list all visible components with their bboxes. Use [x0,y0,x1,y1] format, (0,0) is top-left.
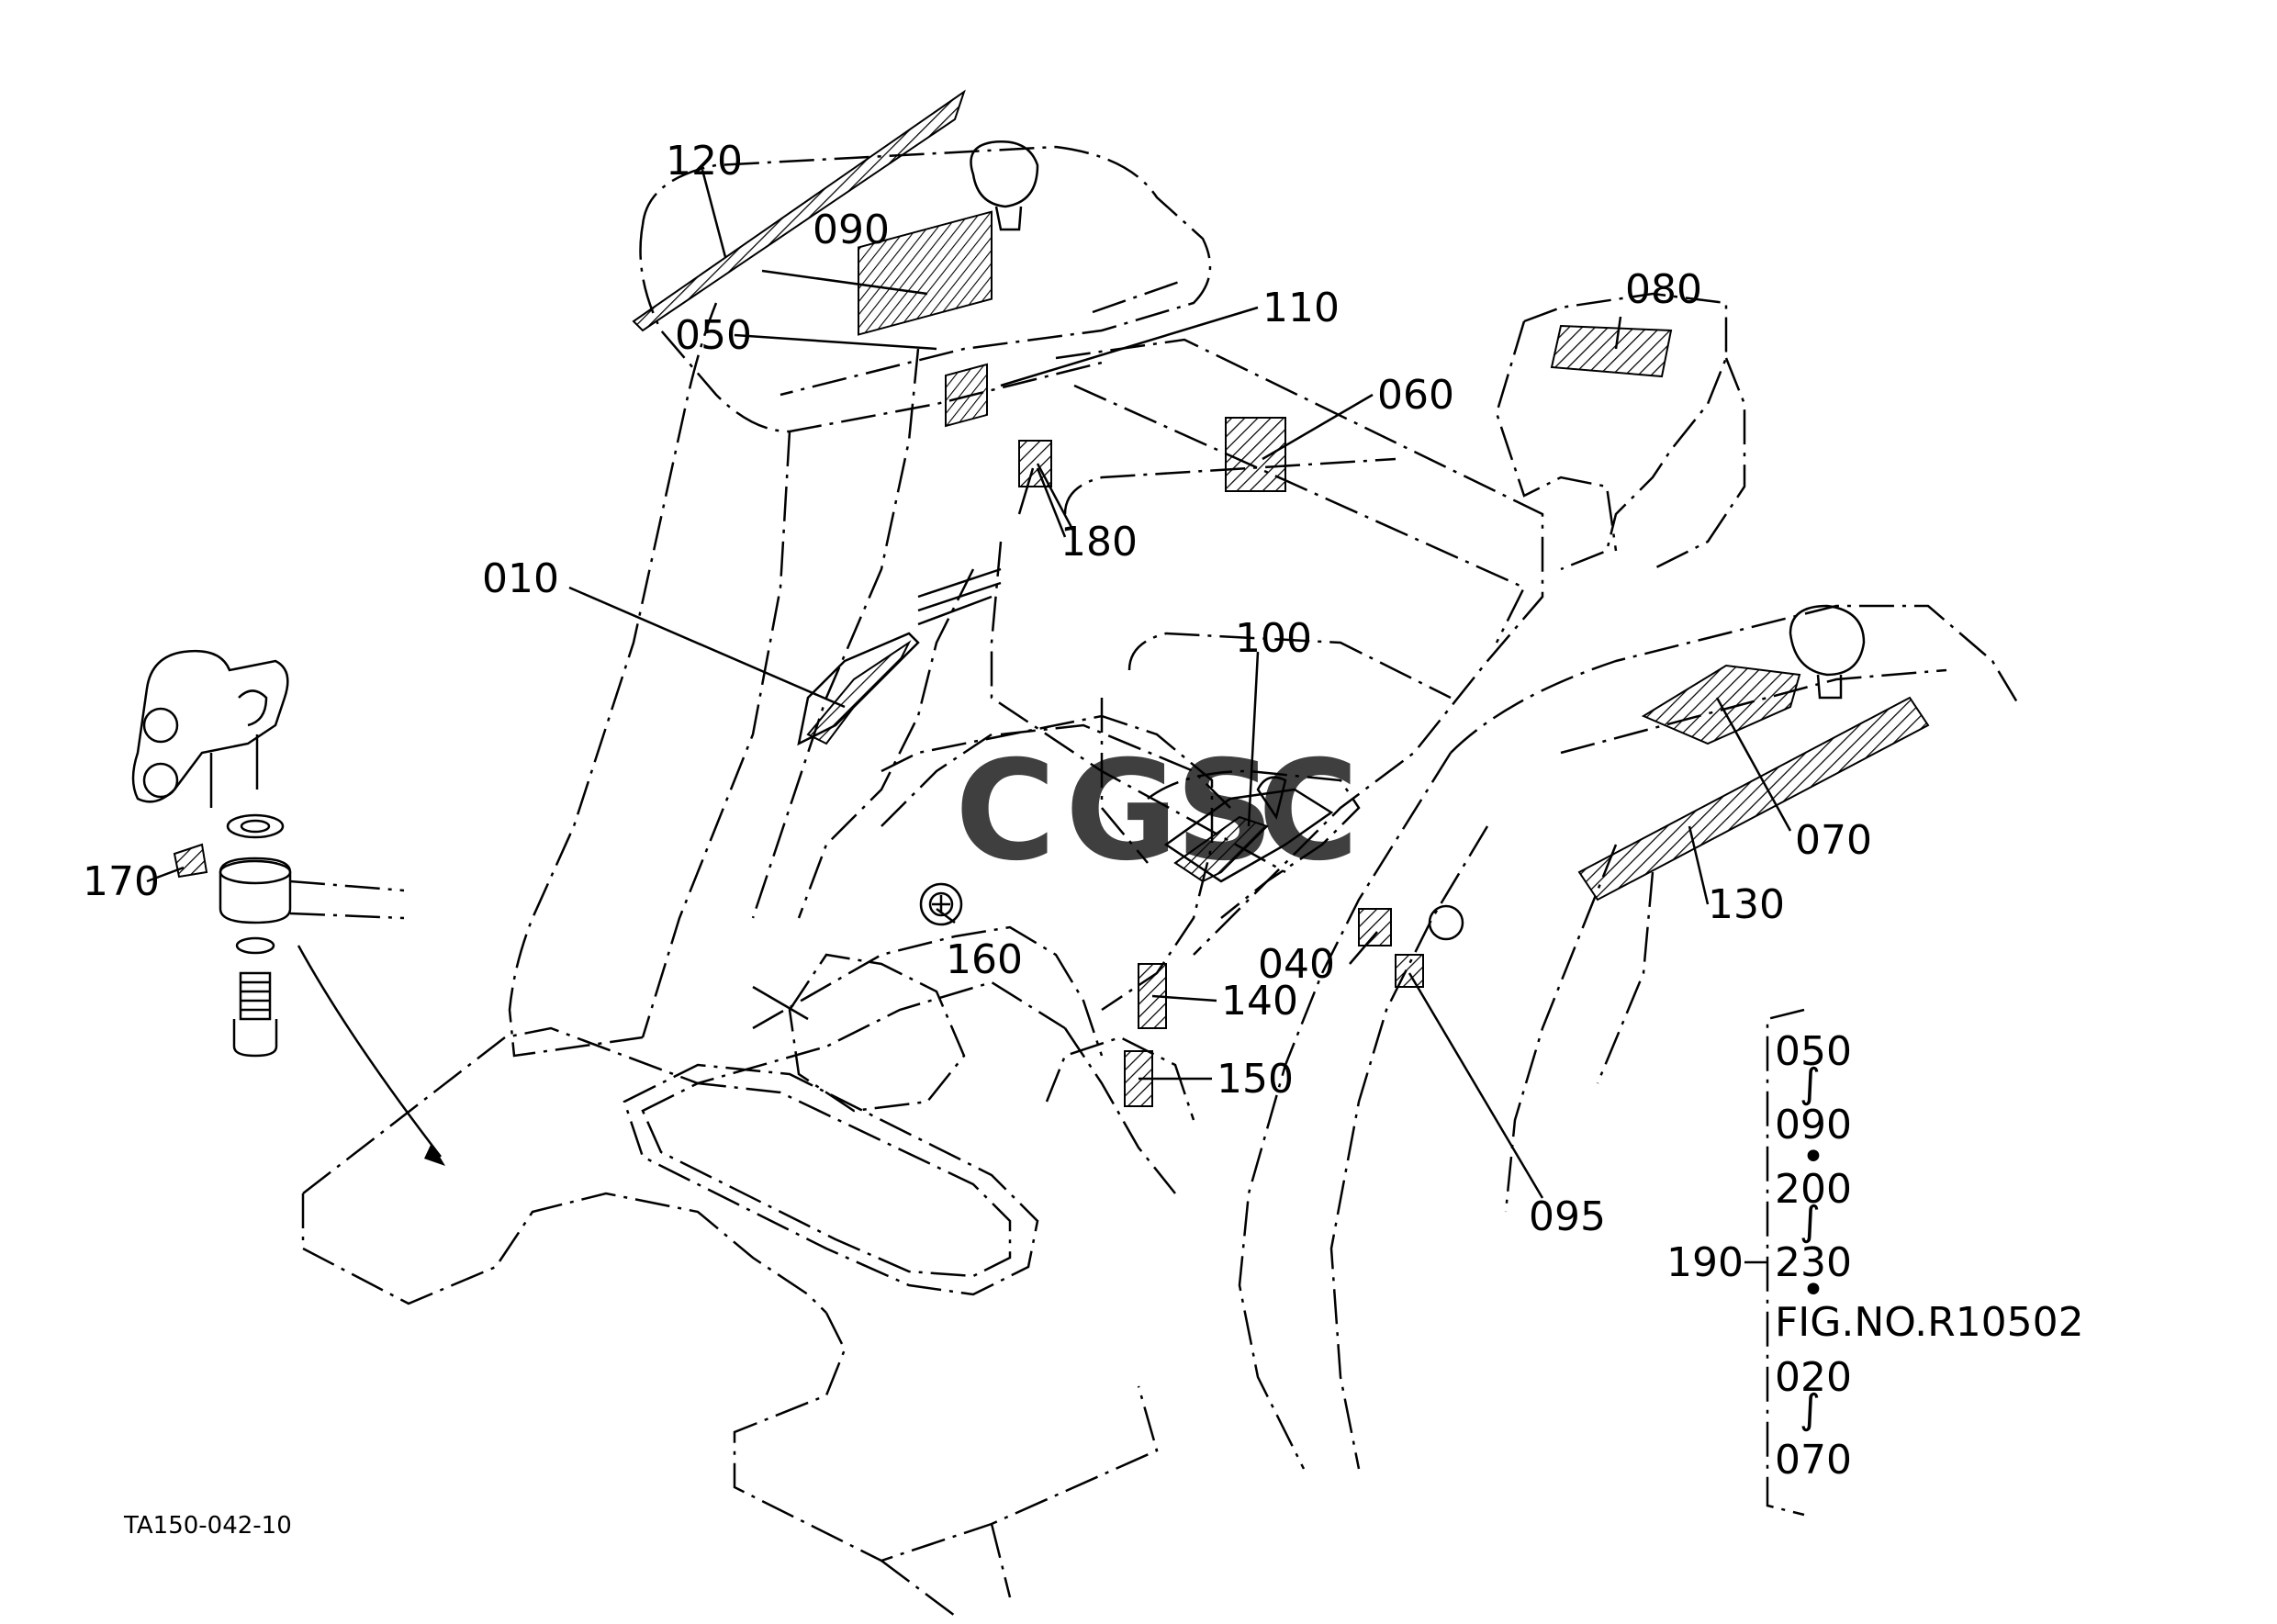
callout-180: 180 [1060,519,1138,566]
left-fender [508,140,1212,1058]
reference-line-12: 070 [1775,1437,1852,1484]
reference-line-9: FIG.NO.R10502 [1775,1299,2084,1346]
watermark-letter-4: C [1258,732,1359,891]
reference-line-4: • [1801,1134,1825,1181]
reference-box: 190 050 ∫ 090 • 200 ∫ 230 • FIG.NO.R1050… [1666,1008,2084,1517]
center-console [881,714,1361,1012]
callout-090: 090 [813,207,890,253]
callout-070: 070 [1795,817,1872,864]
reference-line-3: 090 [1775,1102,1852,1148]
watermark-letter-2: G [1065,732,1178,891]
callout-040: 040 [1258,941,1335,988]
decal-010-strip [797,567,1002,746]
reference-line-11: ∫ [1800,1386,1821,1433]
callout-130: 130 [1708,881,1785,928]
decal-060 [1225,417,1286,492]
reference-line-8: • [1801,1267,1825,1314]
callout-110: 110 [1262,285,1340,331]
reference-line-6: ∫ [1800,1198,1821,1245]
callout-160: 160 [946,936,1023,983]
reference-line-2: ∫ [1800,1060,1821,1107]
callout-100: 100 [1235,615,1312,662]
leader-lines [146,169,1792,1199]
callout-120: 120 [666,138,743,185]
watermark-logo: C G S C [955,732,1359,891]
callout-010: 010 [482,555,559,602]
reference-line-5: 200 [1775,1166,1852,1213]
reference-line-7: 230 [1775,1239,1852,1286]
callout-060: 060 [1377,372,1454,419]
callout-140: 140 [1221,978,1298,1025]
callout-170: 170 [83,858,160,905]
callout-150: 150 [1217,1056,1294,1103]
valve-assembly-170 [131,649,445,1166]
figure-code: TA150-042-10 [123,1512,292,1540]
reference-line-10: 020 [1775,1354,1852,1401]
cover-080 [1495,292,1746,571]
floor-deck [301,338,1544,1617]
callout-080: 080 [1625,266,1702,313]
decal-120-strip [632,89,966,332]
watermark-letter-3: S [1175,732,1274,891]
watermark-letter-1: C [955,732,1056,891]
callout-050: 050 [675,312,752,359]
decal-090 [858,210,993,336]
decal-050 [945,363,988,428]
callout-095: 095 [1529,1193,1606,1240]
reference-line-1: 050 [1775,1028,1852,1075]
decal-040 [1358,908,1392,946]
reference-main-label: 190 [1666,1239,1744,1286]
